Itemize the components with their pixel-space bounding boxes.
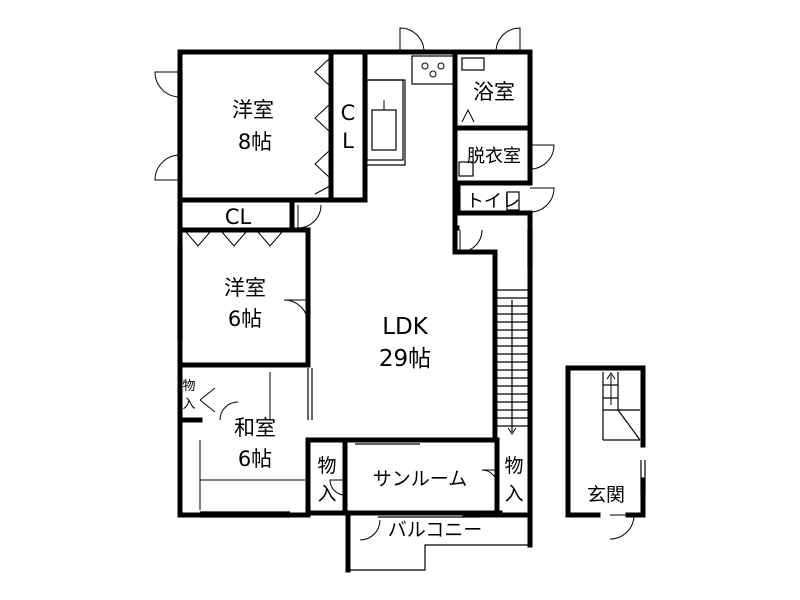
entrance-stairs <box>602 372 641 441</box>
fixtures <box>177 55 646 518</box>
storage-left-line2: 入 <box>317 483 336 505</box>
storage-right-line2: 入 <box>504 483 523 505</box>
stairs <box>497 289 528 435</box>
japanese-room-name: 和室 <box>234 416 276 440</box>
storage-small-line2: 入 <box>182 397 195 412</box>
ldk-name: LDK <box>382 314 429 340</box>
closet-cl-vertical-c: C <box>341 101 356 125</box>
storage-right-line1: 物 <box>504 455 523 477</box>
japanese-room-size: 6帖 <box>238 447 272 471</box>
western-room-8-size: 8帖 <box>238 130 272 154</box>
dressing-room-label: 脱衣室 <box>467 146 521 167</box>
storage-left-line1: 物 <box>317 455 336 477</box>
bathroom-label: 浴室 <box>473 80 515 104</box>
western-room-8-name: 洋室 <box>232 98 274 122</box>
storage-small-line1: 物 <box>182 379 195 394</box>
toilet-label: トイレ <box>466 191 520 212</box>
closet-cl-label: CL <box>225 205 252 229</box>
doors <box>154 27 635 541</box>
sunroom-label: サンルーム <box>373 468 467 490</box>
balcony-label: バルコニー <box>388 519 483 541</box>
entrance-label: 玄関 <box>587 484 625 506</box>
western-room-6-name: 洋室 <box>224 276 266 300</box>
closet-cl-vertical-l: L <box>342 129 354 153</box>
western-room-6-size: 6帖 <box>228 307 262 331</box>
ldk-size: 29帖 <box>379 346 431 372</box>
room-labels: 洋室 8帖 C L CL 洋室 6帖 物 入 和室 6帖 LDK 29帖 浴室 … <box>182 80 625 541</box>
